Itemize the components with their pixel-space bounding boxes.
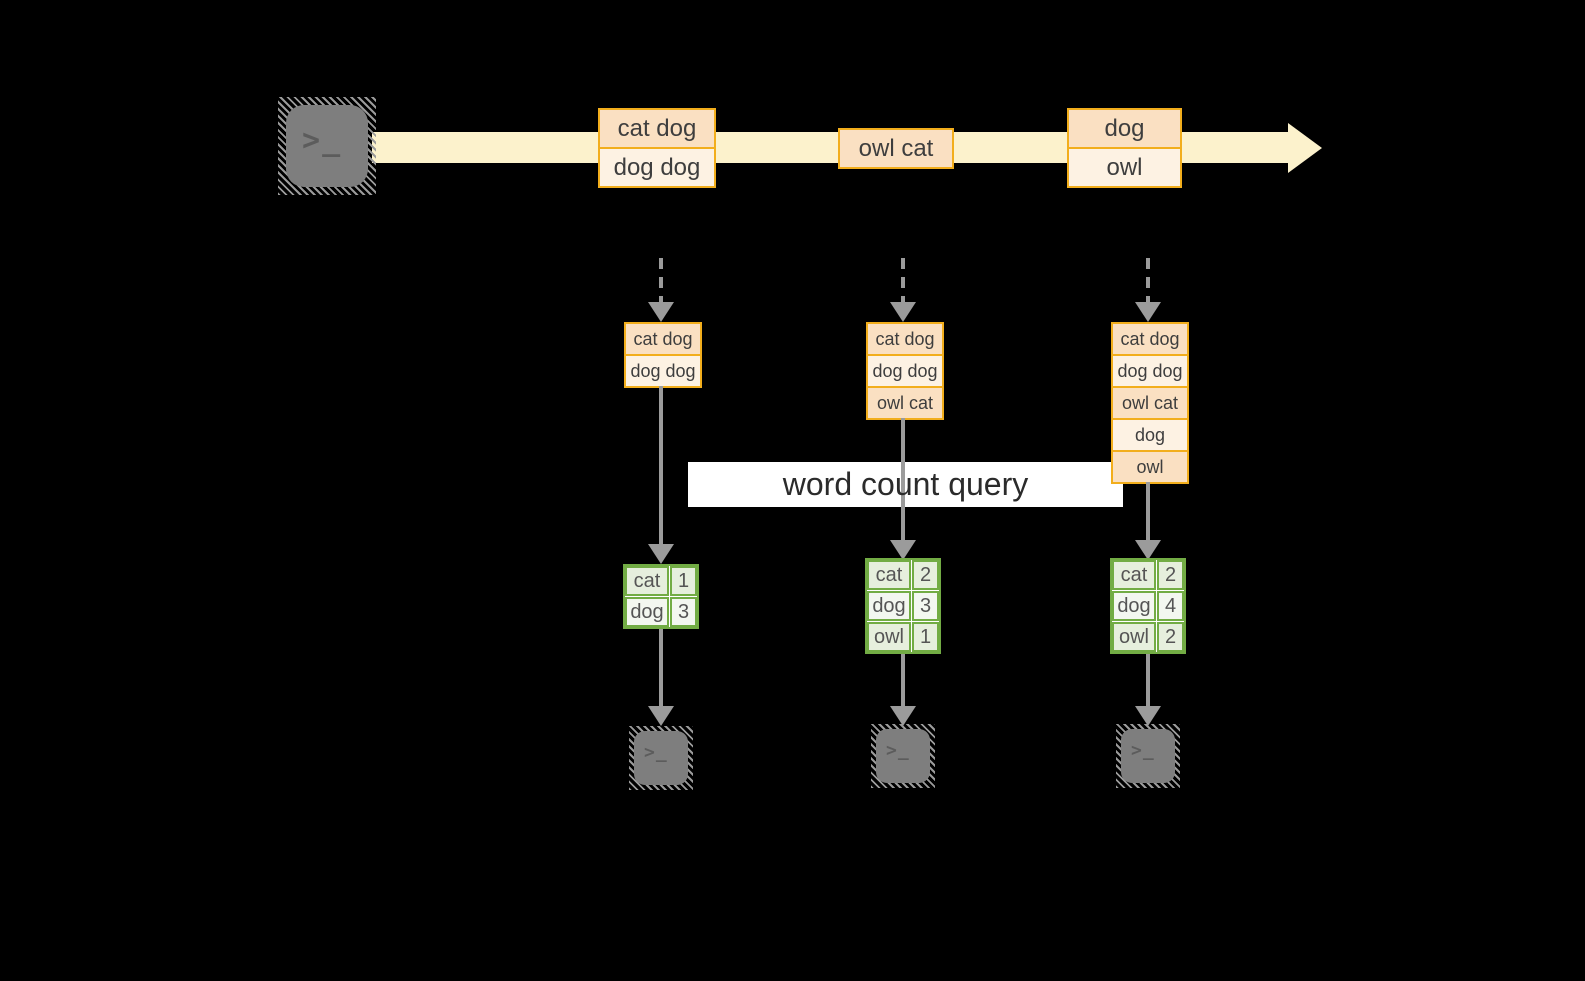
result-table-3: cat 2 dog 4 owl 2 — [1110, 558, 1186, 654]
sink-arrow-3 — [1146, 652, 1150, 708]
arrow-head-icon — [1135, 302, 1161, 322]
sink-terminal-icon-1: >_ — [629, 726, 693, 790]
stream-batch-box-1: cat dog dog dog — [598, 108, 716, 188]
arrow-head-icon — [1135, 706, 1161, 726]
micro-batch-line: cat dog — [626, 324, 700, 354]
stream-batch-box-2: owl cat — [838, 128, 954, 169]
result-word-cell: dog — [625, 597, 669, 627]
arrow-head-icon — [1135, 540, 1161, 560]
result-count-cell: 4 — [1157, 591, 1184, 621]
result-word-cell: dog — [1112, 591, 1156, 621]
arrow-head-icon — [890, 706, 916, 726]
result-word-cell: owl — [867, 622, 911, 652]
micro-batch-box-3: cat dog dog dog owl cat dog owl — [1111, 322, 1189, 484]
micro-batch-line: owl — [1113, 450, 1187, 482]
stream-arrow-head — [1288, 123, 1322, 173]
result-table-1: cat 1 dog 3 — [623, 564, 699, 629]
terminal-prompt-icon: >_ — [1131, 740, 1155, 761]
result-count-cell: 3 — [670, 597, 697, 627]
arrow-head-icon — [890, 540, 916, 560]
terminal-body: >_ — [634, 731, 688, 785]
stream-batch-line: owl cat — [840, 130, 952, 167]
query-label-band — [688, 462, 1123, 507]
stream-batch-box-3: dog owl — [1067, 108, 1182, 188]
terminal-body: >_ — [286, 105, 368, 187]
stream-batch-line: dog — [1069, 110, 1180, 147]
arrow-head-icon — [890, 302, 916, 322]
micro-batch-dashed-arrow-3 — [1146, 258, 1150, 302]
sink-terminal-icon-2: >_ — [871, 724, 935, 788]
result-count-cell: 3 — [912, 591, 939, 621]
micro-batch-box-1: cat dog dog dog — [624, 322, 702, 388]
result-word-cell: cat — [1112, 560, 1156, 590]
result-count-cell: 1 — [670, 566, 697, 596]
result-table-2: cat 2 dog 3 owl 1 — [865, 558, 941, 654]
result-word-cell: owl — [1112, 622, 1156, 652]
micro-batch-dashed-arrow-2 — [901, 258, 905, 302]
micro-batch-line: dog dog — [626, 354, 700, 386]
arrow-head-icon — [648, 302, 674, 322]
query-arrow-1 — [659, 386, 663, 544]
terminal-prompt-icon: >_ — [886, 740, 910, 761]
source-terminal-icon: >_ — [278, 97, 376, 195]
stream-batch-line: dog dog — [600, 147, 714, 186]
result-count-cell: 2 — [912, 560, 939, 590]
micro-batch-line: dog dog — [868, 354, 942, 386]
sink-arrow-1 — [659, 628, 663, 708]
micro-batch-line: dog — [1113, 418, 1187, 450]
query-label: word count query — [782, 466, 1029, 502]
query-arrow-2 — [901, 418, 905, 540]
terminal-prompt-icon: >_ — [302, 123, 343, 158]
sink-terminal-icon-3: >_ — [1116, 724, 1180, 788]
micro-batch-dashed-arrow-1 — [659, 258, 663, 302]
result-count-cell: 2 — [1157, 560, 1184, 590]
result-word-cell: dog — [867, 591, 911, 621]
micro-batch-line: owl cat — [868, 386, 942, 418]
sink-arrow-2 — [901, 652, 905, 708]
result-count-cell: 2 — [1157, 622, 1184, 652]
result-word-cell: cat — [867, 560, 911, 590]
micro-batch-line: dog dog — [1113, 354, 1187, 386]
terminal-body: >_ — [1121, 729, 1175, 783]
arrow-head-icon — [648, 544, 674, 564]
micro-batch-line: cat dog — [868, 324, 942, 354]
stream-batch-line: owl — [1069, 147, 1180, 186]
result-word-cell: cat — [625, 566, 669, 596]
terminal-prompt-icon: >_ — [644, 742, 668, 763]
query-arrow-3 — [1146, 482, 1150, 540]
micro-batch-line: cat dog — [1113, 324, 1187, 354]
terminal-body: >_ — [876, 729, 930, 783]
stream-batch-line: cat dog — [600, 110, 714, 147]
arrow-head-icon — [648, 706, 674, 726]
micro-batch-box-2: cat dog dog dog owl cat — [866, 322, 944, 420]
micro-batch-line: owl cat — [1113, 386, 1187, 418]
result-count-cell: 1 — [912, 622, 939, 652]
